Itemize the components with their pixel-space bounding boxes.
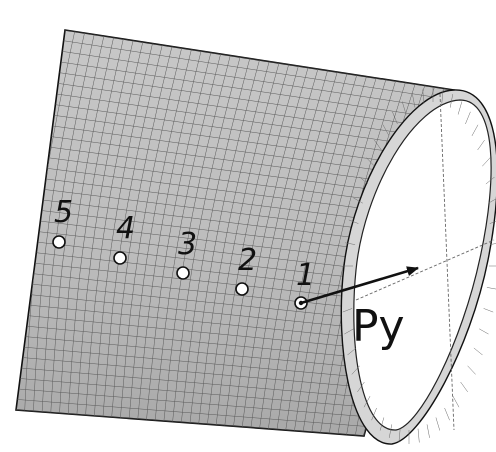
mesh-line [18, 356, 374, 389]
mesh-line [483, 308, 494, 313]
mesh-line [444, 407, 450, 421]
mesh-line [17, 378, 370, 408]
point-label: 5 [54, 195, 73, 230]
mesh-line [30, 219, 402, 264]
mesh-line [33, 198, 407, 245]
mesh-line [26, 251, 394, 293]
mesh-line [379, 417, 385, 431]
mesh-line [417, 428, 420, 443]
mesh-line [401, 101, 407, 115]
mesh-line [489, 243, 496, 245]
point-label: 2 [238, 243, 257, 278]
mesh-line [388, 424, 393, 438]
mesh-line [31, 209, 404, 254]
mesh-line [23, 283, 388, 321]
force-label: Py [352, 301, 405, 352]
measurement-point-5: 5 [52, 195, 73, 249]
mesh-line [34, 188, 409, 235]
force-arrow [300, 266, 419, 305]
mesh-line [392, 111, 398, 125]
mesh-line [29, 230, 399, 273]
mesh-line [47, 114, 429, 168]
mesh-line [19, 346, 376, 379]
mesh-line [359, 176, 369, 185]
mesh-line [62, 40, 451, 100]
mesh-line [53, 82, 439, 139]
rim-mesh [342, 88, 496, 444]
mesh-line [426, 424, 430, 438]
mesh-line [465, 111, 471, 125]
mesh-line [366, 157, 375, 167]
point-marker [52, 235, 66, 249]
mesh-line [351, 365, 360, 375]
mesh-line [56, 71, 442, 129]
measurement-point-3: 3 [176, 227, 197, 280]
mesh-line [435, 417, 441, 431]
mesh-line [471, 124, 479, 137]
mesh-line [20, 325, 379, 360]
mesh-line [452, 395, 460, 408]
mesh-line [43, 135, 423, 187]
measurement-points: 1 2 3 4 5 [52, 195, 315, 310]
mesh-line [371, 407, 377, 421]
mesh-line [345, 242, 356, 245]
mesh-line [58, 61, 445, 120]
point-marker [113, 251, 127, 265]
mesh-line [382, 124, 390, 137]
mesh-line [348, 219, 359, 224]
mesh-line [16, 388, 368, 418]
mesh-line [489, 220, 496, 224]
mesh-line [347, 347, 357, 356]
mesh-line [488, 198, 496, 204]
mesh-line [460, 381, 468, 393]
point-label: 1 [296, 258, 315, 293]
measurement-point-4: 4 [113, 211, 135, 265]
mesh-line [45, 124, 426, 177]
mesh-line [374, 139, 382, 151]
mesh-line [49, 103, 432, 158]
mesh-line [449, 94, 454, 108]
mesh-line [27, 240, 397, 283]
mesh-line [36, 177, 412, 225]
mesh-line [485, 176, 495, 185]
mesh-line [457, 101, 463, 115]
mesh-line [412, 94, 416, 108]
point-marker [176, 266, 190, 280]
mesh-line [398, 428, 401, 443]
mesh-line [17, 367, 372, 398]
mesh-line [38, 166, 415, 216]
mesh-line [486, 287, 496, 290]
mesh-line [21, 314, 381, 350]
mesh-line [51, 93, 436, 148]
mesh-line [353, 197, 363, 204]
mesh-line [19, 335, 377, 369]
mesh-line [477, 139, 485, 151]
mesh-line [342, 308, 353, 313]
mesh-line [473, 347, 483, 356]
mesh-line [357, 381, 365, 393]
mesh-line [41, 145, 420, 196]
mesh-line [482, 157, 491, 167]
mesh-line [479, 328, 489, 335]
point-label: 4 [116, 211, 135, 246]
mesh-line [60, 50, 448, 110]
point-marker [235, 282, 249, 296]
point-label: 3 [178, 227, 197, 262]
mesh-line [39, 156, 418, 206]
mesh-line [21, 304, 383, 341]
mesh-line [363, 395, 371, 408]
mesh-line [22, 293, 385, 331]
measurement-point-2: 2 [235, 243, 257, 296]
mesh-line [467, 365, 476, 375]
mesh-line [16, 399, 366, 427]
mesh-line [441, 89, 444, 104]
mesh-line [344, 328, 354, 335]
mesh-line [422, 89, 425, 104]
mesh-line [64, 30, 454, 91]
mesh-line [24, 272, 390, 312]
